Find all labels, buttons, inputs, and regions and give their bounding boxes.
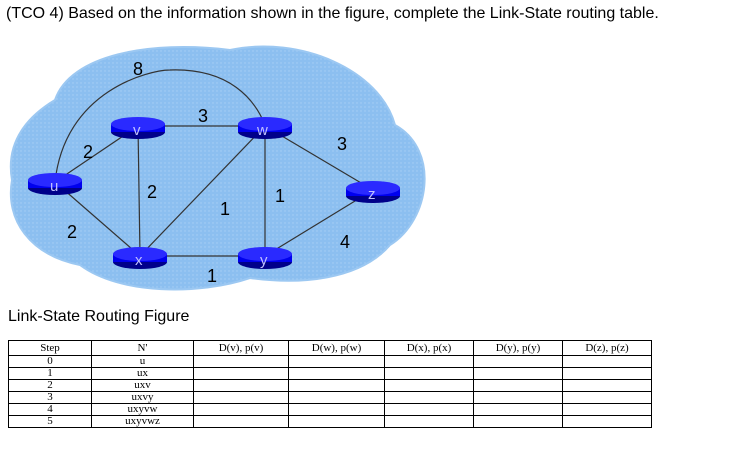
router-w: w (238, 117, 292, 139)
cell-dx[interactable] (384, 367, 474, 380)
cell-dy[interactable] (473, 415, 563, 428)
cost-y-z: 4 (340, 232, 350, 252)
link-v-x (137, 125, 141, 257)
cell-n-prime: ux (91, 367, 194, 380)
header-dw: D(w), p(w) (288, 340, 385, 356)
router-u: u (28, 173, 82, 195)
cell-dz[interactable] (562, 415, 652, 428)
cost-w-y: 1 (275, 186, 285, 206)
cell-dy[interactable] (473, 379, 563, 392)
cost-v-x: 2 (147, 182, 157, 202)
router-x: x (113, 247, 167, 269)
cell-step: 5 (8, 415, 92, 428)
cell-dv[interactable] (193, 379, 289, 392)
table-row: 1 ux (8, 367, 652, 380)
link-u-w (54, 69, 266, 183)
cell-n-prime: uxyvwz (91, 415, 194, 428)
router-v-label: v (133, 122, 141, 139)
cost-u-v: 2 (83, 142, 93, 162)
cost-x-y: 1 (207, 266, 217, 286)
question-text: (TCO 4) Based on the information shown i… (6, 5, 659, 22)
cell-step: 0 (8, 355, 92, 368)
cell-dx[interactable] (384, 355, 474, 368)
cell-dy[interactable] (473, 391, 563, 404)
cell-dw[interactable] (288, 415, 385, 428)
network-cloud (9, 45, 426, 291)
cell-step: 1 (8, 367, 92, 380)
cell-dz[interactable] (562, 379, 652, 392)
cell-n-prime: uxyvw (91, 403, 194, 416)
cell-n-prime: uxv (91, 379, 194, 392)
cell-dw[interactable] (288, 367, 385, 380)
link-x-w (139, 125, 266, 257)
router-u-label: u (50, 178, 58, 195)
cell-dz[interactable] (562, 355, 652, 368)
cost-x-w: 1 (220, 199, 230, 219)
cell-step: 2 (8, 379, 92, 392)
cell-dx[interactable] (384, 391, 474, 404)
cell-dv[interactable] (193, 391, 289, 404)
header-dz: D(z), p(z) (562, 340, 652, 356)
cell-dx[interactable] (384, 379, 474, 392)
router-z: z (346, 181, 400, 203)
figure-caption: Link-State Routing Figure (8, 308, 190, 325)
cell-n-prime: uxvy (91, 391, 194, 404)
header-step: Step (8, 340, 92, 356)
router-x-label: x (135, 252, 143, 269)
cell-dy[interactable] (473, 355, 563, 368)
router-v: v (111, 117, 165, 139)
cost-u-w: 8 (133, 59, 143, 79)
cost-u-x: 2 (67, 222, 77, 242)
cell-dv[interactable] (193, 367, 289, 380)
cell-dz[interactable] (562, 367, 652, 380)
cell-dw[interactable] (288, 403, 385, 416)
cell-dy[interactable] (473, 403, 563, 416)
cell-step: 3 (8, 391, 92, 404)
table-row: 4 uxyvw (8, 403, 652, 416)
table-row: 5 uxyvwz (8, 415, 652, 428)
cell-dw[interactable] (288, 355, 385, 368)
cell-dy[interactable] (473, 367, 563, 380)
cell-dz[interactable] (562, 391, 652, 404)
cost-v-w: 3 (198, 106, 208, 126)
cell-n-prime: u (91, 355, 194, 368)
cell-dv[interactable] (193, 355, 289, 368)
header-dv: D(v), p(v) (193, 340, 289, 356)
header-dy: D(y), p(y) (473, 340, 563, 356)
table-header-row: Step N' D(v), p(v) D(w), p(w) D(x), p(x)… (8, 340, 652, 356)
network-diagram: 8 2 2 3 2 1 1 1 3 4 u v w x y (9, 45, 426, 291)
table-row: 3 uxvy (8, 391, 652, 404)
cell-dw[interactable] (288, 379, 385, 392)
cost-w-z: 3 (337, 134, 347, 154)
router-y-label: y (260, 252, 268, 269)
table-row: 0 u (8, 355, 652, 368)
table-row: 2 uxv (8, 379, 652, 392)
cell-dv[interactable] (193, 415, 289, 428)
cell-dw[interactable] (288, 391, 385, 404)
header-dx: D(x), p(x) (384, 340, 474, 356)
router-z-label: z (368, 186, 376, 203)
link-u-x (54, 181, 141, 257)
cell-dz[interactable] (562, 403, 652, 416)
header-n-prime: N' (91, 340, 194, 356)
cell-dv[interactable] (193, 403, 289, 416)
link-costs: 8 2 2 3 2 1 1 1 3 4 (67, 59, 350, 286)
cell-dx[interactable] (384, 415, 474, 428)
link-state-table: Step N' D(v), p(v) D(w), p(w) D(x), p(x)… (8, 340, 652, 428)
router-w-label: w (256, 122, 268, 139)
cell-dx[interactable] (384, 403, 474, 416)
cell-step: 4 (8, 403, 92, 416)
router-y: y (238, 247, 292, 269)
